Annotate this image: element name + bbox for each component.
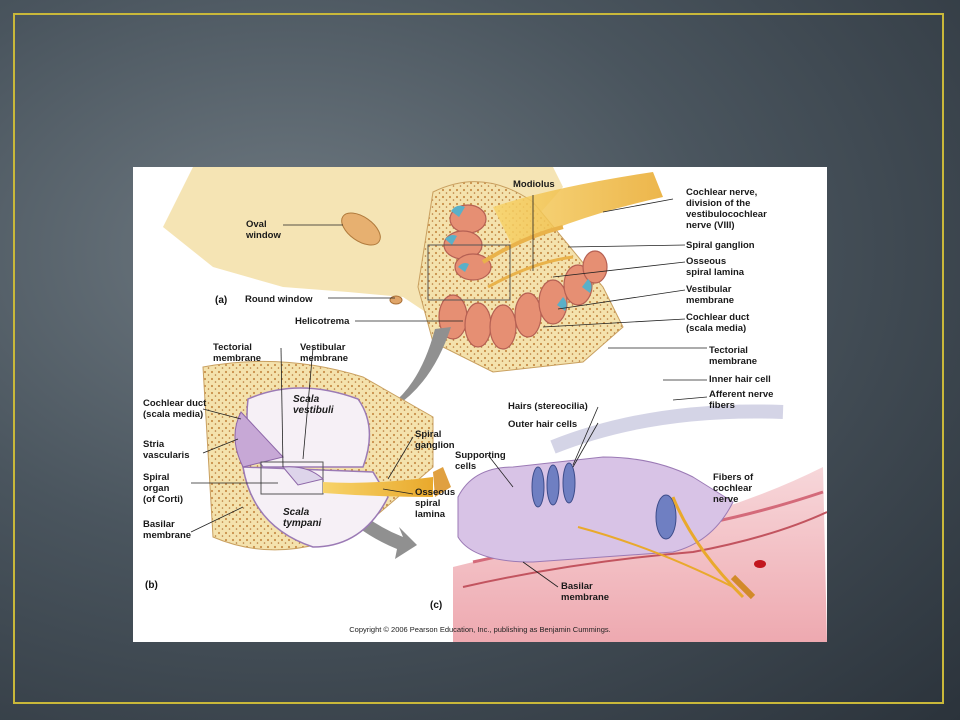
label-b-cochlear-duct: Cochlear duct (scala media) [143, 398, 207, 420]
panel-label-b: (b) [145, 580, 158, 591]
label-b-spiral-organ: Spiral organ (of Corti) [143, 472, 184, 505]
label-a-cochlear-duct: Cochlear duct (scala media) [686, 312, 750, 334]
label-b-vestibular-membrane: Vestibular membrane [300, 342, 349, 364]
panel-b-cross-section [202, 360, 451, 551]
label-a-round-window: Round window [245, 294, 313, 305]
cochlea-figure: (a) (b) (c) Modiolus Cochlear nerve, div… [133, 167, 827, 642]
label-b-osseous-spiral-lamina: Osseous spiral lamina [415, 487, 456, 520]
label-c-basilar-membrane: Basilar membrane [561, 581, 610, 603]
label-c-supporting-cells: Supporting cells [455, 450, 506, 472]
panel-c-organ-of-corti [453, 404, 827, 642]
slide-frame [13, 13, 944, 704]
label-c-outer-hair-cells: Outer hair cells [508, 419, 578, 430]
label-a-cochlear-nerve: Cochlear nerve, division of the vestibul… [686, 187, 767, 231]
leader-lines [190, 195, 708, 588]
cochlea-illustration [163, 167, 827, 642]
label-a-vestibular-membrane: Vestibular membrane [686, 284, 735, 306]
copyright-text: Copyright © 2006 Pearson Education, Inc.… [349, 625, 611, 634]
panel-a-cochlea [163, 167, 663, 373]
label-c-tectorial-membrane: Tectorial membrane [709, 345, 758, 367]
label-a-spiral-ganglion: Spiral ganglion [686, 240, 755, 251]
label-c-hairs: Hairs (stereocilia) [508, 401, 588, 412]
panel-label-a: (a) [215, 295, 228, 306]
label-b-scala-vestibuli-text: Scala vestibuli [293, 394, 334, 416]
label-b-tectorial-membrane: Tectorial membrane [213, 342, 262, 364]
label-c-inner-hair-cell: Inner hair cell [709, 374, 771, 385]
label-b-spiral-ganglion: Spiral ganglion [415, 429, 455, 451]
label-a-modiolus: Modiolus [513, 179, 555, 190]
label-a-osseous-spiral-lamina: Osseous spiral lamina [686, 256, 745, 278]
label-c-afferent-nerve-fibers: Afferent nerve fibers [709, 389, 774, 411]
label-a-oval-window: Oval window [246, 219, 281, 241]
label-b-stria-vascularis: Stria vascularis [143, 439, 190, 461]
arrow-b-to-c [315, 472, 417, 559]
label-c-fibers-cochlear-nerve: Fibers of cochlear nerve [713, 472, 754, 505]
label-a-helicotrema: Helicotrema [295, 316, 350, 327]
label-b-scala-tympani: Scala tympani [283, 507, 322, 529]
label-b-basilar-membrane: Basilar membrane [143, 519, 192, 541]
arrow-a-to-b [381, 327, 451, 421]
panel-label-c: (c) [430, 600, 443, 611]
